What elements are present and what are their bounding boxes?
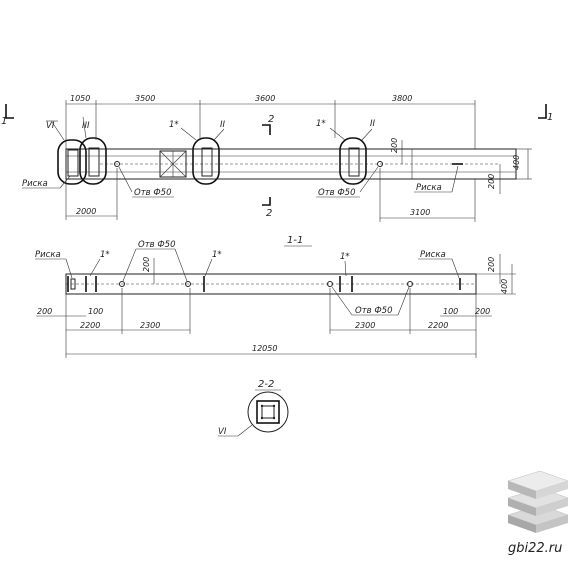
elev-hole-2: [185, 281, 191, 287]
section-2-bottom-marker: [262, 197, 271, 206]
bracket-2: [79, 137, 107, 185]
roman-ii-label-b: II: [370, 119, 376, 129]
dim-200b-top: 200: [487, 174, 496, 189]
dim-3600: 3600: [255, 94, 275, 103]
section-1-left-label: 1: [1, 116, 7, 127]
plan-view: 1 1: [1, 94, 553, 222]
dim-3100: 3100: [410, 208, 430, 217]
elevation-view: 1-1 Риска 1* Отв Ф50 200: [35, 235, 516, 358]
riska-elev-left: Риска: [35, 250, 61, 260]
section-2-bottom-label: 2: [266, 208, 272, 219]
section-1-right-label: 1: [547, 112, 553, 123]
dim-200-right-low: 200: [475, 307, 490, 316]
section-2-2: 2-2 VI: [218, 379, 289, 437]
mark-1-a: 1*: [169, 120, 179, 130]
elev-hole-1: [119, 281, 125, 287]
dim-2300-left: 2300: [140, 321, 160, 330]
mark-1-elev-c: 1*: [340, 252, 350, 262]
hole-label-elev-top: Отв Ф50: [138, 240, 176, 250]
dim-200-hole: 200: [142, 257, 151, 272]
section-1-1-title: 1-1: [287, 235, 303, 246]
section-1-right-marker: [538, 104, 547, 119]
mark-1-elev-b: 1*: [212, 250, 222, 260]
hole-label-right: Отв Ф50: [318, 188, 356, 198]
dim-400-top: 400: [512, 155, 521, 170]
mark-1-b: 1*: [316, 119, 326, 129]
dim-200-left-low: 200: [37, 307, 52, 316]
watermark-logo: gbi22.ru: [507, 470, 569, 556]
elev-hole-4: [407, 281, 413, 287]
hole-label-elev-bottom: Отв Ф50: [355, 306, 393, 316]
dim-100-right: 100: [443, 307, 458, 316]
hole-2: [377, 161, 383, 167]
beam-plan-outline: [65, 148, 517, 180]
section-2-top-label: 2: [268, 114, 274, 125]
mark-1-elev-a: 1*: [100, 250, 110, 260]
dim-400-right: 400: [500, 279, 509, 294]
bracket-1: [57, 139, 87, 185]
bracket-3: [192, 137, 220, 185]
dim-200-right: 200: [487, 257, 496, 272]
section-1-left-marker: [5, 104, 14, 119]
section-2-2-title: 2-2: [258, 379, 274, 390]
hole-1: [114, 161, 120, 167]
hole-label-left: Отв Ф50: [134, 188, 172, 198]
dim-3800: 3800: [392, 94, 412, 103]
bracket-4: [339, 137, 367, 185]
riska-label-right: Риска: [416, 183, 442, 193]
dim-3500: 3500: [135, 94, 155, 103]
riska-label-left: Риска: [22, 179, 48, 189]
section-2-2-square: [256, 400, 280, 424]
section-2-top-marker: [262, 124, 271, 135]
roman-iii-label: III: [82, 121, 90, 131]
roman-vi-section-label: VI: [218, 427, 227, 437]
riska-elev-right: Риска: [420, 250, 446, 260]
dim-200-top: 200: [390, 138, 399, 153]
dim-12050: 12050: [252, 344, 277, 353]
roman-vi-label: VI: [46, 121, 55, 131]
section-2-2-circle: [247, 391, 289, 433]
dim-2200-right: 2200: [428, 321, 448, 330]
stacked-slabs-icon: [507, 470, 569, 533]
dim-1050: 1050: [70, 94, 90, 103]
dim-2300-right: 2300: [355, 321, 375, 330]
dim-100-left: 100: [88, 307, 103, 316]
dim-2200-left: 2200: [80, 321, 100, 330]
roman-ii-label: II: [220, 120, 226, 130]
dim-2000: 2000: [76, 207, 96, 216]
watermark-text: gbi22.ru: [508, 541, 562, 556]
elev-hole-3: [327, 281, 333, 287]
